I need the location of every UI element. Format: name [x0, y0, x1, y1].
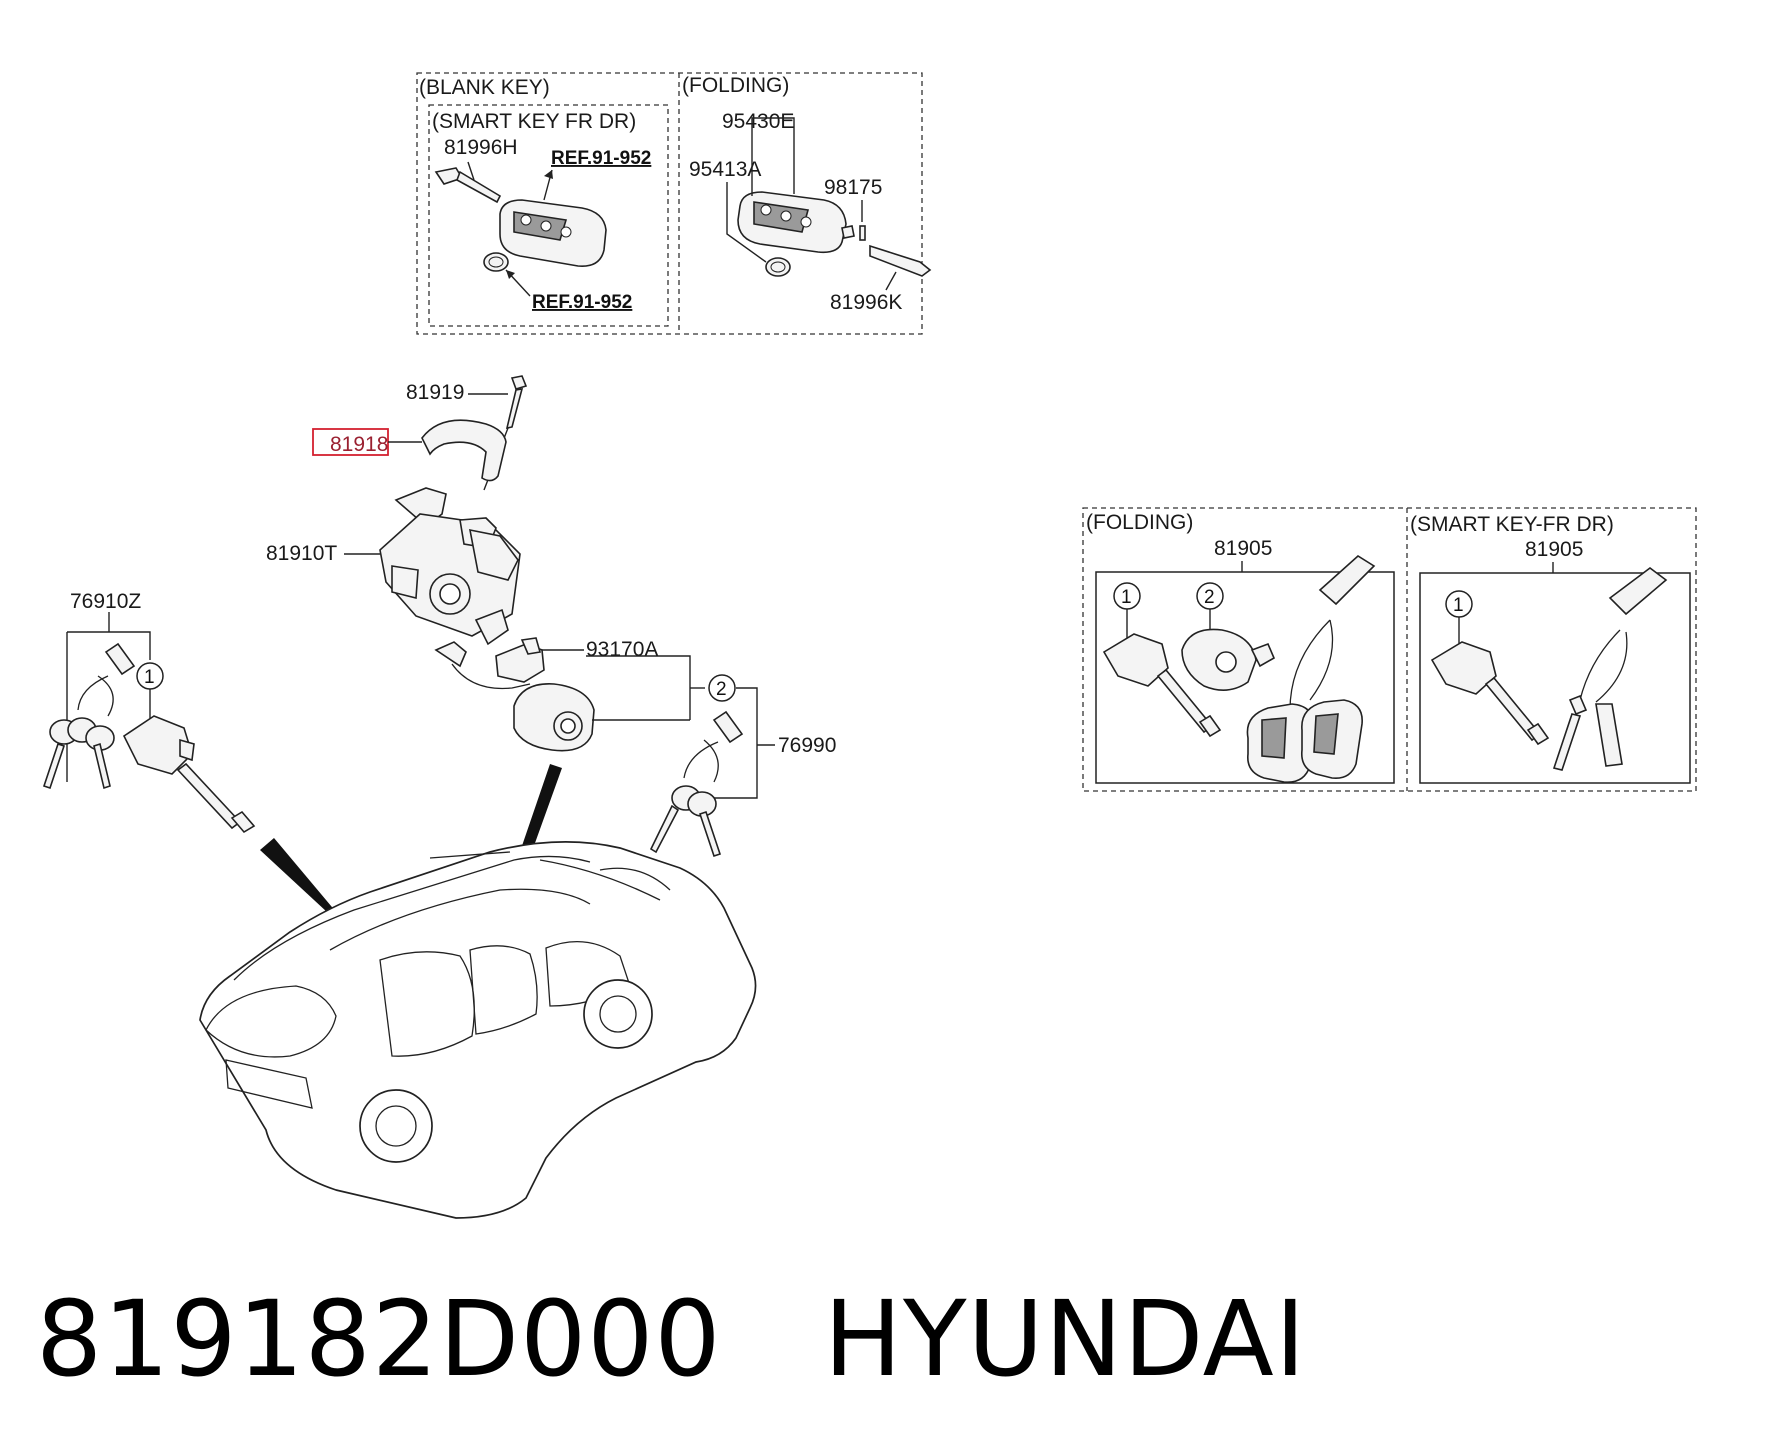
label-ref-2: REF.91-952	[532, 292, 632, 313]
ignition-assembly: 81919 81918 81910T 93170A	[42, 375, 836, 950]
label-81919: 81919	[406, 381, 464, 404]
label-81905-folding: 81905	[1214, 537, 1272, 560]
label-folding-top: (FOLDING)	[682, 74, 789, 97]
key-cylinder-2-drawing	[513, 655, 705, 752]
callout-5-num: 1	[1453, 595, 1464, 616]
caption-brand: HYUNDAI	[823, 1278, 1307, 1400]
caption-part-number: 819182D000	[36, 1278, 722, 1400]
shroud-81918-drawing	[388, 419, 507, 482]
key-group-right: (FOLDING) (SMART KEY-FR DR) 81905 81905 …	[1082, 507, 1697, 792]
label-95430E: 95430E	[722, 110, 794, 133]
right-frame-outer	[1082, 507, 1697, 792]
label-76990: 76990	[778, 734, 836, 757]
key-group-top: (BLANK KEY) (FOLDING) (SMART KEY FR DR) …	[416, 72, 932, 335]
label-ref-1: REF.91-952	[551, 148, 651, 169]
group-frame-smart-key	[428, 104, 669, 327]
car-drawing	[199, 841, 757, 1219]
callout-1-num: 1	[144, 667, 155, 688]
lock-body-81910T-drawing	[344, 487, 521, 646]
group-frame-outer	[416, 72, 923, 335]
label-93170A: 93170A	[586, 638, 658, 661]
smart-key-fob-drawing	[499, 169, 607, 267]
label-81910T: 81910T	[266, 542, 337, 565]
label-81905-smart: 81905	[1525, 538, 1583, 561]
smart-key-set-drawing	[1430, 567, 1668, 771]
callout-3-num: 1	[1121, 587, 1132, 608]
blank-key-blade-drawing	[434, 161, 502, 204]
battery-drawing	[483, 252, 531, 297]
label-81918: 81918	[330, 433, 388, 456]
label-smart-key-fr-dr-right: (SMART KEY-FR DR)	[1410, 513, 1614, 536]
label-folding-right: (FOLDING)	[1086, 511, 1193, 534]
label-smart-key-fr-dr: (SMART KEY FR DR)	[432, 110, 636, 133]
label-81996K: 81996K	[830, 291, 902, 314]
label-98175: 98175	[824, 176, 882, 199]
folding-key-drawing	[726, 117, 932, 291]
folding-set-drawing	[1102, 555, 1376, 783]
immobilizer-93170A-drawing	[434, 637, 584, 690]
callout-4-num: 2	[1204, 587, 1215, 608]
label-76910Z: 76910Z	[70, 590, 141, 613]
callout-circle-2	[708, 674, 736, 702]
label-81996H: 81996H	[444, 136, 518, 159]
callout-2-num: 2	[716, 679, 727, 700]
keys-76910Z-drawing	[42, 612, 151, 790]
smart-key-box	[1419, 572, 1691, 784]
label-blank-key: (BLANK KEY)	[419, 76, 550, 99]
key-cylinder-1-drawing	[122, 689, 256, 834]
caption: 819182D000 HYUNDAI	[36, 1278, 1307, 1400]
keys-76990-drawing	[649, 687, 775, 858]
folding-box	[1095, 571, 1395, 784]
label-95413A: 95413A	[689, 158, 761, 181]
